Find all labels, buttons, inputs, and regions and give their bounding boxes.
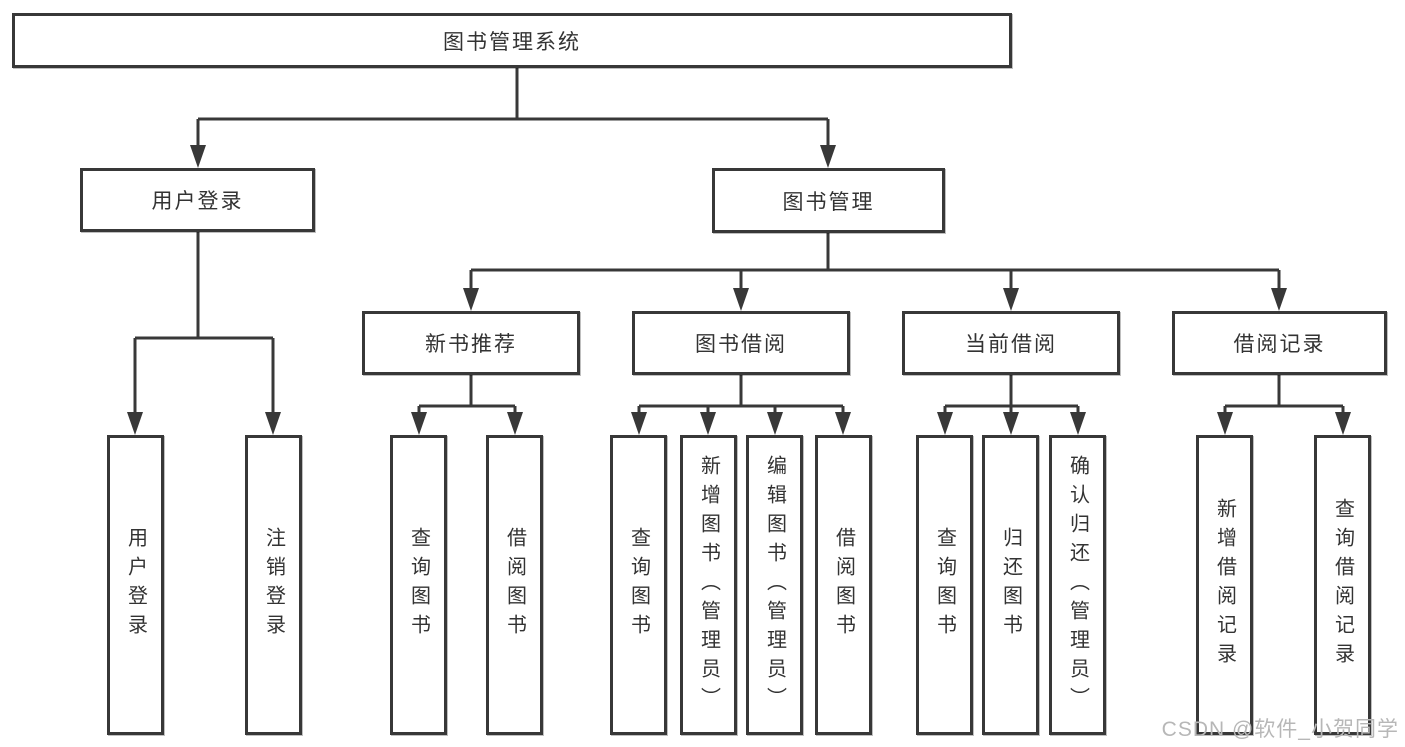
node-borrowing-records: 借阅记录: [1172, 311, 1387, 375]
leaf-user-login: 用户登录: [107, 435, 164, 735]
node-book-borrowing: 图书借阅: [632, 311, 850, 375]
leaf-edit-books-admin: 编辑图书（管理员）: [746, 435, 803, 735]
leaf-logout: 注销登录: [245, 435, 302, 735]
node-label: 编辑图书（管理员）: [763, 454, 786, 716]
node-label: 归还图书: [999, 527, 1022, 643]
node-library-management-system: 图书管理系统: [12, 13, 1012, 68]
connector-user-login-to-leaves: [127, 232, 281, 435]
connector-current-borrow-to-leaves: [937, 375, 1086, 435]
node-label: 图书管理系统: [443, 30, 581, 54]
node-current-borrowing: 当前借阅: [902, 311, 1120, 375]
leaf-add-books-admin: 新增图书（管理员）: [680, 435, 737, 735]
node-new-book-recommendation: 新书推荐: [362, 311, 580, 375]
node-label: 查询图书: [933, 527, 956, 643]
node-label: 当前借阅: [965, 333, 1057, 356]
node-label: 借阅图书: [832, 527, 855, 643]
node-label: 查询图书: [407, 527, 430, 643]
leaf-confirm-return-admin: 确认归还（管理员）: [1049, 435, 1106, 735]
node-user-login-branch: 用户登录: [80, 168, 315, 232]
connector-book-management-to-level3: [463, 233, 1287, 311]
leaf-borrow-books-newbooks: 借阅图书: [486, 435, 543, 735]
node-label: 图书管理: [782, 190, 875, 214]
node-label: 新增图书（管理员）: [697, 454, 720, 716]
node-label: 查询借阅记录: [1331, 498, 1354, 672]
node-label: 图书借阅: [695, 333, 787, 356]
leaf-return-books: 归还图书: [982, 435, 1039, 735]
leaf-query-books-borrow: 查询图书: [610, 435, 667, 735]
leaf-query-borrow-record: 查询借阅记录: [1314, 435, 1371, 735]
leaf-add-borrow-record: 新增借阅记录: [1196, 435, 1253, 735]
csdn-watermark: CSDN @软件_小贺同学: [1161, 718, 1399, 741]
node-label: 借阅记录: [1233, 333, 1326, 356]
connector-root-to-level2: [190, 68, 836, 168]
node-label: 新增借阅记录: [1213, 498, 1236, 672]
node-label: 注销登录: [262, 527, 285, 643]
node-book-management-branch: 图书管理: [712, 168, 945, 233]
node-label: 用户登录: [124, 527, 147, 643]
leaf-borrow-books: 借阅图书: [815, 435, 872, 735]
node-label: 查询图书: [627, 527, 650, 643]
node-label: 新书推荐: [425, 333, 517, 356]
node-label: 确认归还（管理员）: [1066, 454, 1089, 716]
node-label: 借阅图书: [503, 527, 526, 643]
leaf-query-books-newbooks: 查询图书: [390, 435, 447, 735]
connector-book-borrow-to-leaves: [631, 375, 851, 435]
node-label: 用户登录: [151, 190, 244, 213]
connector-borrow-records-to-leaves: [1217, 375, 1351, 435]
connector-new-books-to-leaves: [411, 375, 523, 435]
leaf-query-books-current: 查询图书: [916, 435, 973, 735]
